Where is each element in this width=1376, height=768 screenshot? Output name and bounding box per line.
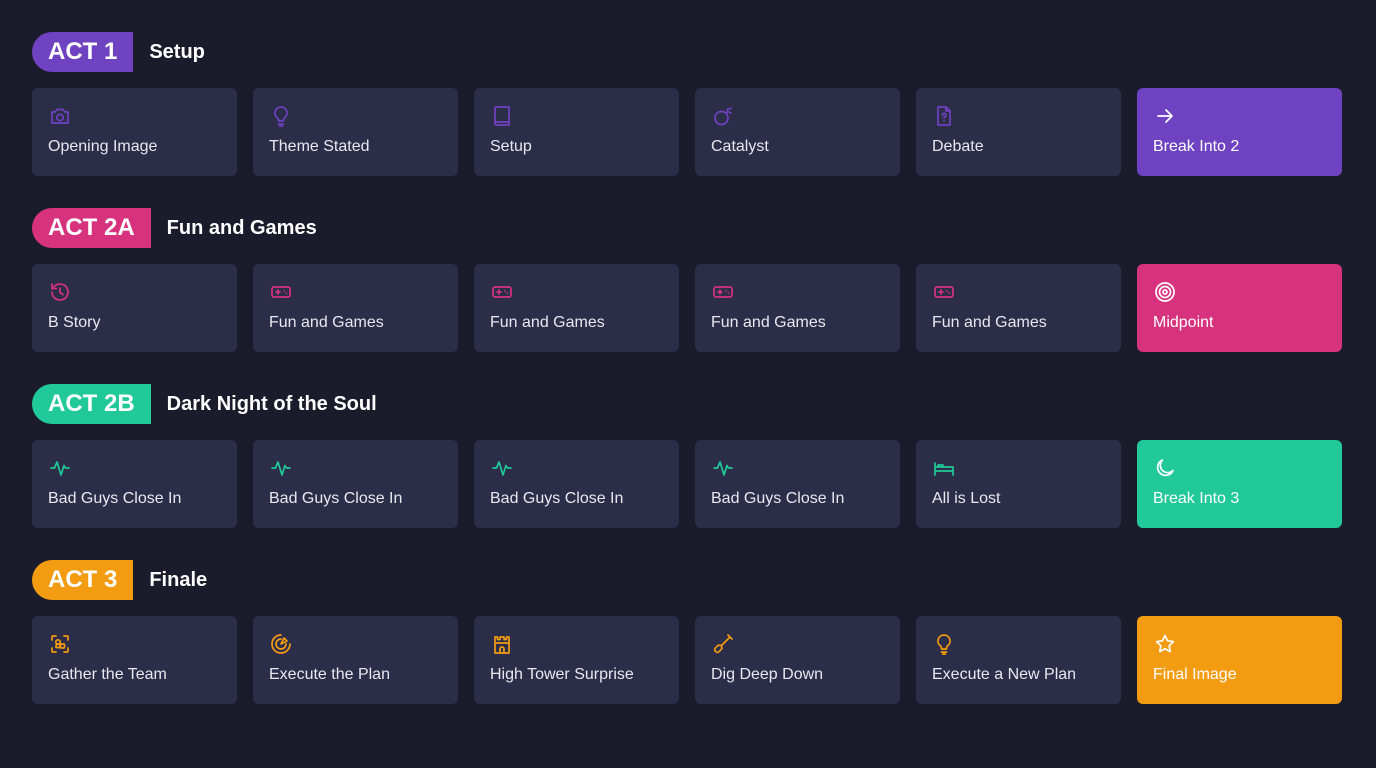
book-icon: [490, 104, 514, 128]
beat-card-row: Bad Guys Close In Bad Guys Close In Bad …: [32, 440, 1344, 528]
act-section-2b: ACT 2B Dark Night of the Soul Bad Guys C…: [32, 384, 1344, 560]
beat-card-label: Bad Guys Close In: [711, 490, 845, 507]
beat-card-label: Fun and Games: [932, 314, 1047, 331]
shovel-icon: [711, 632, 735, 656]
beat-card-label: Fun and Games: [490, 314, 605, 331]
castle-icon: [490, 632, 514, 656]
beat-card-dig-deep-down[interactable]: Dig Deep Down: [695, 616, 900, 704]
beat-card-execute-the-plan[interactable]: Execute the Plan: [253, 616, 458, 704]
activity-icon: [711, 456, 735, 480]
beat-card-break-into-3[interactable]: Break Into 3: [1137, 440, 1342, 528]
camera-icon: [48, 104, 72, 128]
beat-card-label: B Story: [48, 314, 101, 331]
beat-card-catalyst[interactable]: Catalyst: [695, 88, 900, 176]
beat-card-label: High Tower Surprise: [490, 666, 634, 683]
beat-card-all-is-lost[interactable]: All is Lost: [916, 440, 1121, 528]
beat-card-gather-the-team[interactable]: Gather the Team: [32, 616, 237, 704]
beat-card-break-into-2[interactable]: Break Into 2: [1137, 88, 1342, 176]
focus-users-icon: [48, 632, 72, 656]
target-icon: [1153, 280, 1177, 304]
beat-card-high-tower-surprise[interactable]: High Tower Surprise: [474, 616, 679, 704]
act-badge: ACT 1: [32, 32, 134, 72]
beat-card-label: Gather the Team: [48, 666, 167, 683]
act-section-2a: ACT 2A Fun and Games B Story Fun and Gam…: [32, 208, 1344, 384]
beat-card-setup[interactable]: Setup: [474, 88, 679, 176]
beat-card-fun-and-games[interactable]: Fun and Games: [474, 264, 679, 352]
activity-icon: [490, 456, 514, 480]
beat-card-theme-stated[interactable]: Theme Stated: [253, 88, 458, 176]
beat-card-label: Debate: [932, 138, 984, 155]
act-header: ACT 2A Fun and Games: [32, 208, 1344, 248]
beat-card-label: Midpoint: [1153, 314, 1214, 331]
beat-card-final-image[interactable]: Final Image: [1137, 616, 1342, 704]
beat-card-row: Opening Image Theme Stated Setup Catalys…: [32, 88, 1344, 176]
beat-card-execute-a-new-plan[interactable]: Execute a New Plan: [916, 616, 1121, 704]
moon-icon: [1153, 456, 1177, 480]
act-badge: ACT 2B: [32, 384, 151, 424]
beat-card-label: Bad Guys Close In: [48, 490, 182, 507]
beat-card-fun-and-games[interactable]: Fun and Games: [916, 264, 1121, 352]
beat-card-label: Break Into 2: [1153, 138, 1240, 155]
beat-card-fun-and-games[interactable]: Fun and Games: [253, 264, 458, 352]
beat-card-bad-guys-close-in[interactable]: Bad Guys Close In: [32, 440, 237, 528]
act-badge: ACT 3: [32, 560, 134, 600]
activity-icon: [48, 456, 72, 480]
beat-sheet-board: ACT 1 Setup Opening Image Theme Stated S…: [32, 32, 1344, 736]
beat-card-label: Execute the Plan: [269, 666, 390, 683]
activity-icon: [269, 456, 293, 480]
target-arrow-icon: [269, 632, 293, 656]
beat-card-opening-image[interactable]: Opening Image: [32, 88, 237, 176]
beat-card-label: Final Image: [1153, 666, 1237, 683]
gamepad-icon: [269, 280, 293, 304]
lightbulb-icon: [269, 104, 293, 128]
beat-card-fun-and-games[interactable]: Fun and Games: [695, 264, 900, 352]
act-header: ACT 1 Setup: [32, 32, 1344, 72]
act-title: Fun and Games: [166, 216, 317, 239]
beat-card-label: Setup: [490, 138, 532, 155]
bed-icon: [932, 456, 956, 480]
beat-card-bad-guys-close-in[interactable]: Bad Guys Close In: [474, 440, 679, 528]
beat-card-label: Execute a New Plan: [932, 666, 1077, 683]
act-badge: ACT 2A: [32, 208, 151, 248]
beat-card-label: Catalyst: [711, 138, 769, 155]
beat-card-label: Break Into 3: [1153, 490, 1240, 507]
beat-card-label: Theme Stated: [269, 138, 370, 155]
gamepad-icon: [711, 280, 735, 304]
beat-card-midpoint[interactable]: Midpoint: [1137, 264, 1342, 352]
gamepad-icon: [490, 280, 514, 304]
beat-card-label: Fun and Games: [711, 314, 826, 331]
beat-card-debate[interactable]: Debate: [916, 88, 1121, 176]
arrow-right-icon: [1153, 104, 1177, 128]
beat-card-label: Fun and Games: [269, 314, 384, 331]
act-header: ACT 2B Dark Night of the Soul: [32, 384, 1344, 424]
act-section-3: ACT 3 Finale Gather the Team Execute the…: [32, 560, 1344, 736]
beat-card-b-story[interactable]: B Story: [32, 264, 237, 352]
beat-card-bad-guys-close-in[interactable]: Bad Guys Close In: [695, 440, 900, 528]
beat-card-label: Opening Image: [48, 138, 158, 155]
act-header: ACT 3 Finale: [32, 560, 1344, 600]
star-icon: [1153, 632, 1177, 656]
beat-card-bad-guys-close-in[interactable]: Bad Guys Close In: [253, 440, 458, 528]
file-question-icon: [932, 104, 956, 128]
lightbulb-icon: [932, 632, 956, 656]
bomb-icon: [711, 104, 735, 128]
gamepad-icon: [932, 280, 956, 304]
beat-card-row: Gather the Team Execute the Plan High To…: [32, 616, 1344, 704]
beat-card-label: All is Lost: [932, 490, 1001, 507]
beat-card-label: Bad Guys Close In: [490, 490, 624, 507]
act-title: Finale: [149, 568, 208, 591]
act-title: Dark Night of the Soul: [166, 392, 377, 415]
beat-card-row: B Story Fun and Games Fun and Games Fun …: [32, 264, 1344, 352]
act-title: Setup: [149, 40, 205, 63]
history-icon: [48, 280, 72, 304]
act-section-1: ACT 1 Setup Opening Image Theme Stated S…: [32, 32, 1344, 208]
beat-card-label: Bad Guys Close In: [269, 490, 403, 507]
beat-card-label: Dig Deep Down: [711, 666, 824, 683]
